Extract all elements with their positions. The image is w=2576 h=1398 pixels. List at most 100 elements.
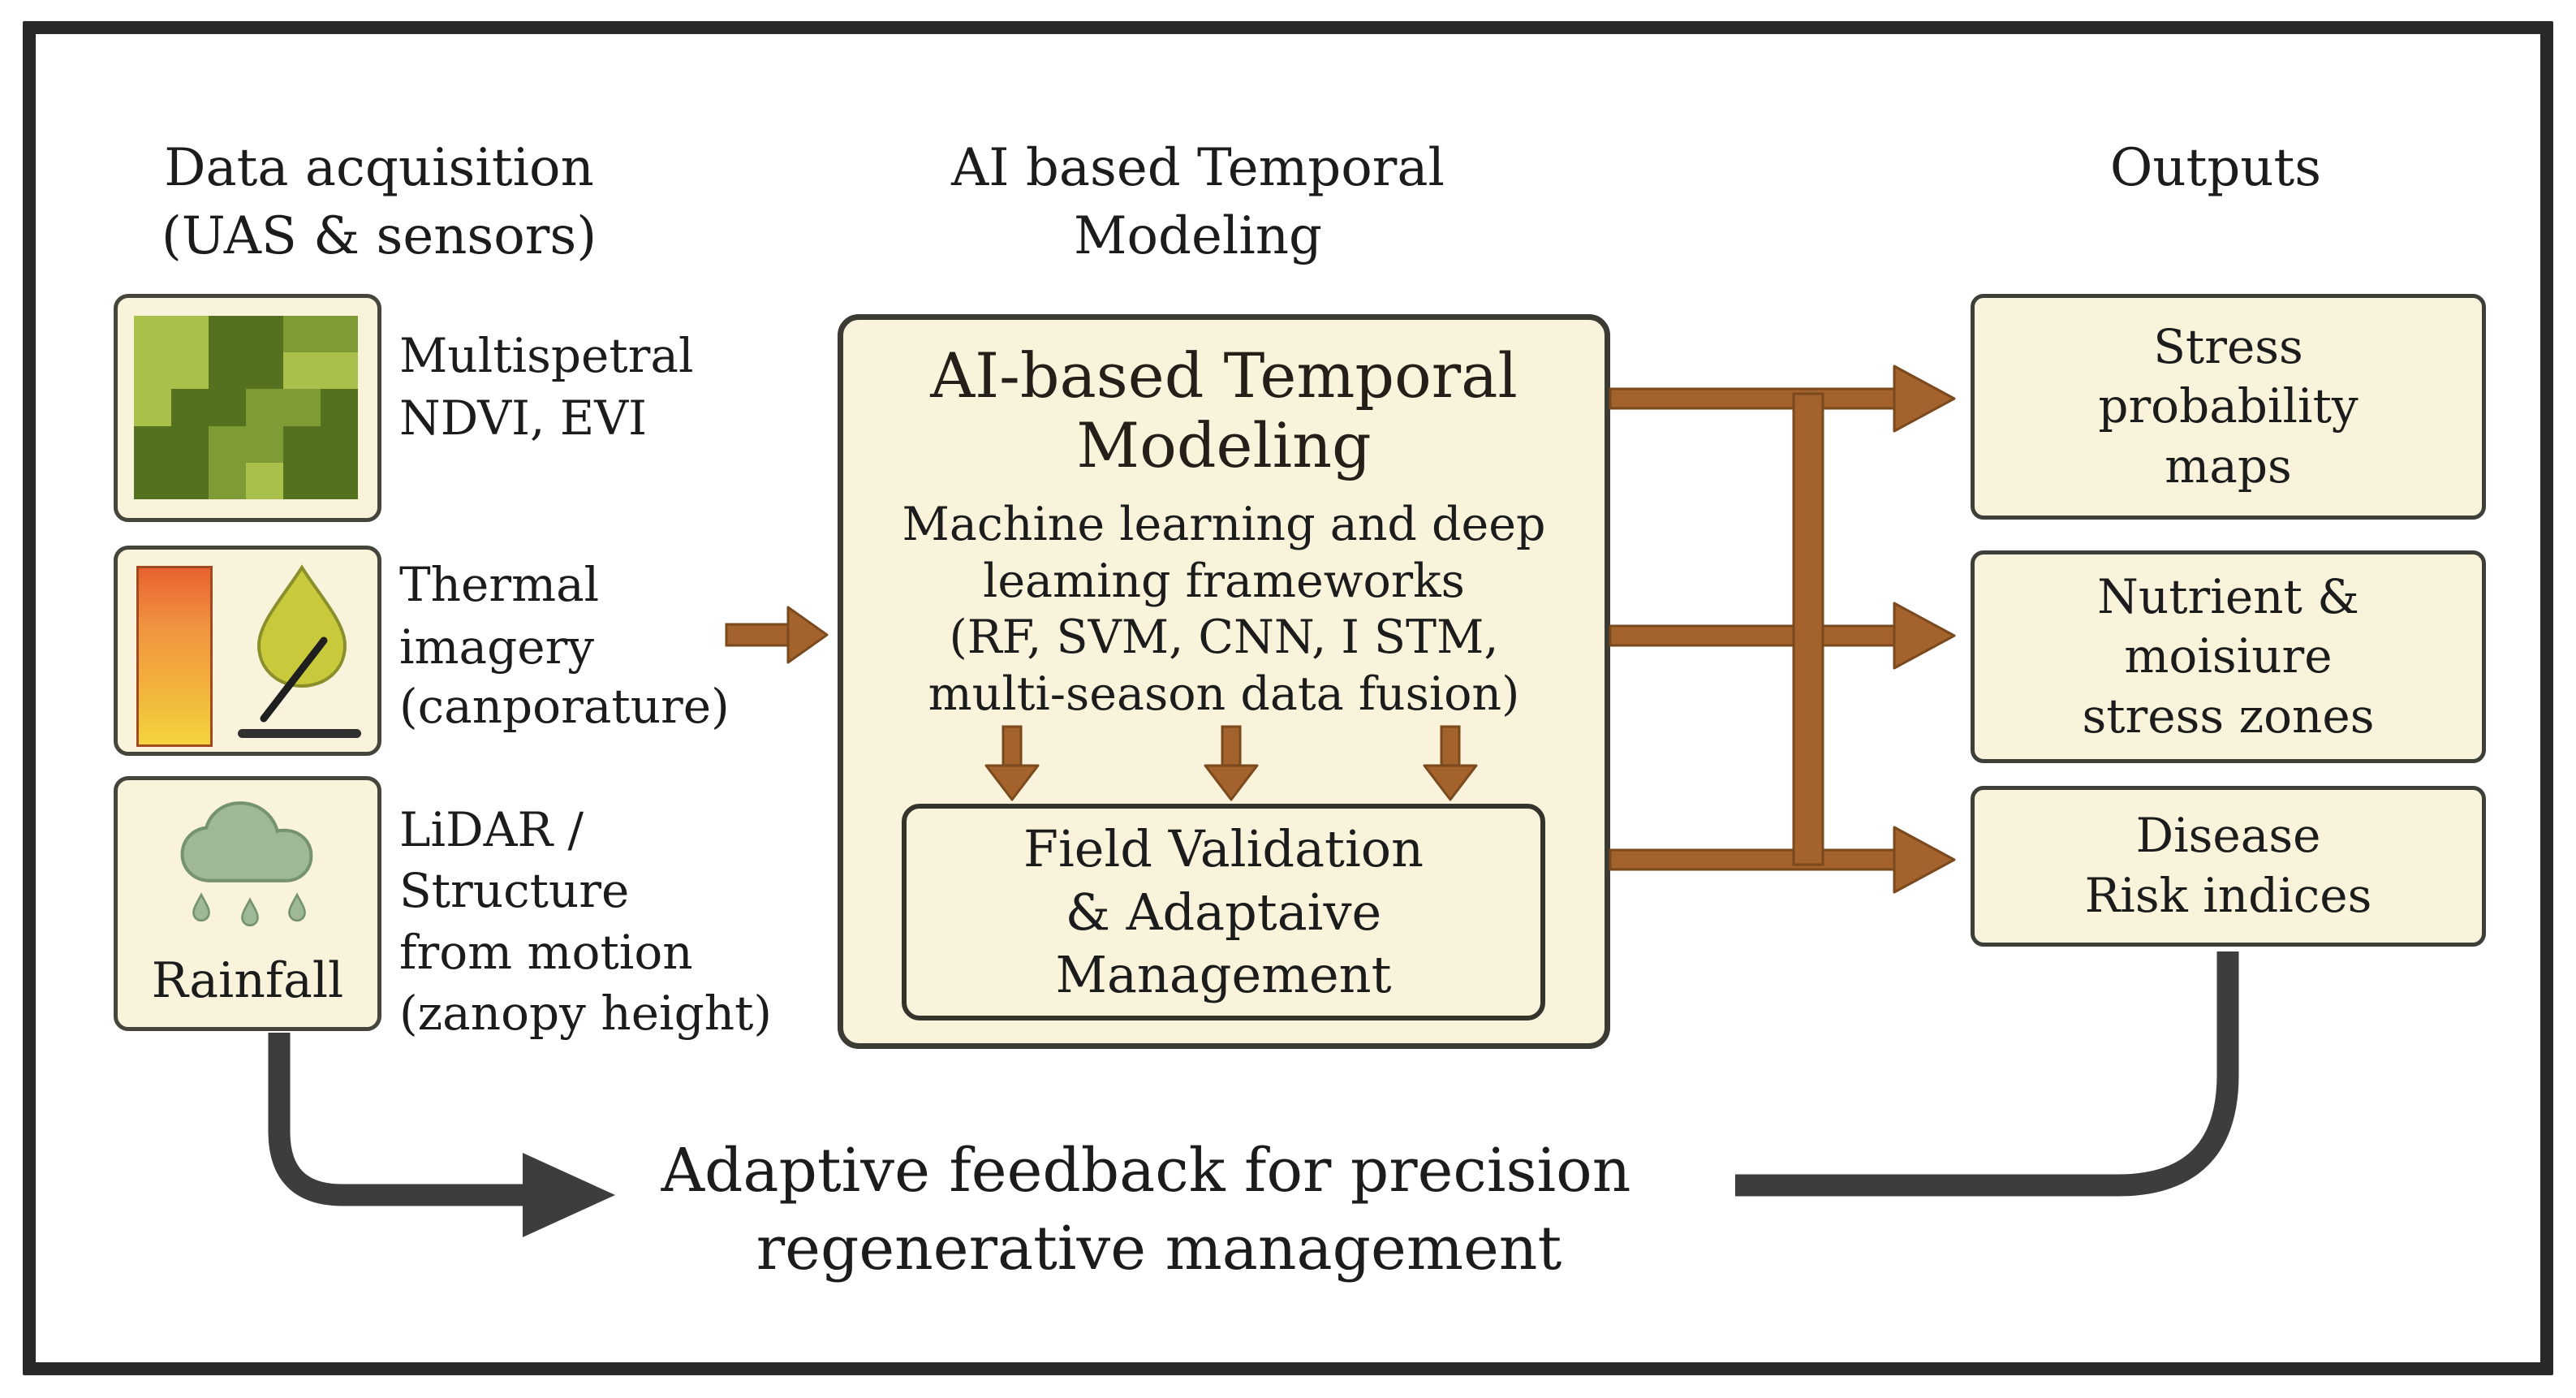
rainfall-caption: Rainfall [151,952,344,1009]
center-header-line2: Modeling [1073,206,1323,267]
mosaic-cell [321,316,358,353]
mosaic-cell [171,425,209,463]
output-box-disease: Disease Risk indices [1971,786,2486,947]
mosaic-cell [134,352,171,390]
validation-line1: Field Validation [1023,819,1424,879]
mosaic-cell [209,352,246,390]
down-arrow-icon [1423,725,1478,801]
model-body-line1: Machine learning and deep [902,498,1546,551]
lidar-label-line3: from motion [399,924,693,980]
mosaic-cell [246,462,283,499]
model-title-line2: Modeling [1076,408,1372,481]
thermal-label: Thermal imagery [399,554,599,679]
feedback-left-path [268,1033,526,1206]
raindrop-icon [288,892,306,922]
down-arrow-shaft [1002,725,1023,769]
down-arrow-shaft [1440,725,1461,769]
output-nutrient-line3: stress zones [2082,688,2375,744]
mosaic-cell [283,389,321,426]
connector-shaft-top [1609,387,1896,410]
mosaic-cell [134,425,171,463]
output-box-stress: Stress probability maps [1971,294,2486,520]
output-stress-line3: maps [2165,438,2292,494]
output-disease-line1: Disease [2135,808,2321,864]
connector-head-bottom [1893,826,1956,894]
validation-line3: Management [1055,945,1392,1005]
thermal-label-line2: imagery [399,619,595,675]
validation-line2: & Adaptaive [1065,882,1382,942]
feedback-text-line1: Adaptive feedback for precision [661,1136,1631,1206]
mosaic-cell [246,352,283,390]
feedback-left-head [523,1153,615,1237]
raindrop-shape [241,897,259,927]
mosaic-cell [134,316,171,353]
model-body: Machine learning and deep leaming framew… [838,497,1610,723]
center-column-header: AI based Temporal Modeling [946,134,1450,271]
raindrop-shape [288,892,306,922]
right-header-line1: Outputs [2109,138,2322,198]
leaf-slash [260,636,328,723]
mosaic-cell [209,425,246,463]
output-box-nutrient: Nutrient & moisiure stress zones [1971,550,2486,763]
multispectral-label-line2: NDVI, EVI [399,390,648,447]
rain-cloud-icon [180,801,313,882]
mosaic-cell [246,316,283,353]
connector-shaft-middle [1609,624,1896,647]
mosaic-cell [283,462,321,499]
model-body-line2: leaming frameworks [983,554,1465,608]
connector-shaft-bottom [1609,848,1896,871]
input-arrow-head [786,606,829,664]
feedback-text-line2: regenerative management [756,1214,1562,1284]
leaf-shape [256,564,347,688]
mosaic-cell [134,462,171,499]
lidar-label: LiDAR / Structure from motion (zanopy he… [399,800,772,1045]
thermal-label-line1: Thermal [399,557,600,612]
lidar-label-line2: Structure [399,863,630,919]
raindrop-icon [241,897,259,927]
mosaic-cell [283,316,321,353]
multispectral-mosaic-icon [134,316,358,499]
mosaic-cell [171,462,209,499]
mosaic-cell [246,425,283,463]
connector-head-middle [1893,602,1956,670]
mosaic-cell [209,389,246,426]
validation-box: Field Validation & Adaptaive Management [902,804,1545,1020]
thermal-baseline-bar [238,729,361,738]
thermal-gradient-icon [136,566,213,747]
output-stress-line1: Stress [2153,318,2303,374]
raindrop-shape [192,892,210,922]
feedback-right-line [1735,951,2239,1197]
lidar-label-line1: LiDAR / [399,802,584,857]
mosaic-cell [171,316,209,353]
multispectral-label: Multispetral NDVI, EVI [399,325,694,450]
outputs-connector [1609,365,1956,894]
mosaic-cell [134,389,171,426]
connector-head-top [1893,365,1956,433]
input-arrow-shaft [725,623,791,647]
mosaic-cell [209,462,246,499]
model-body-line3: (RF, SVM, CNN, I STM, [949,611,1499,665]
model-body-line4: multi-season data fusion) [928,667,1520,721]
mosaic-cell [283,352,321,390]
center-header-line1: AI based Temporal [951,138,1445,198]
outer-frame [23,21,2553,1375]
down-arrow-icon [1204,725,1259,801]
sensor-box-rainfall: Rainfall [114,776,381,1031]
output-disease-line2: Risk indices [2084,868,2372,923]
down-arrow-head [984,764,1040,801]
output-nutrient-line1: Nutrient & [2097,568,2359,624]
output-nutrient-line2: moisiure [2124,628,2333,684]
leaf-icon [256,564,347,723]
feedback-left-arrow [268,1033,615,1237]
multispectral-label-line1: Multispetral [399,328,694,383]
model-title-line1: AI-based Temporal [930,339,1518,412]
down-arrow-head [1423,764,1478,801]
mosaic-cell [321,462,358,499]
mosaic-cell [283,425,321,463]
sensor-box-multispectral [114,294,381,522]
mosaic-cell [209,316,246,353]
mosaic-cell [171,389,209,426]
down-arrow-icon [984,725,1040,801]
thermal-label-note: (canporature) [399,679,730,734]
